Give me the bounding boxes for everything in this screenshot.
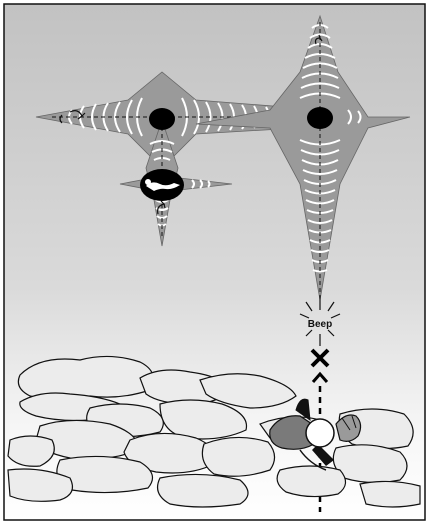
beep-label: Beep xyxy=(308,319,332,330)
transmitter-dot-icon xyxy=(307,107,333,129)
transmitter-dot-icon xyxy=(149,108,175,130)
buried-swimmer-icon xyxy=(140,169,184,201)
